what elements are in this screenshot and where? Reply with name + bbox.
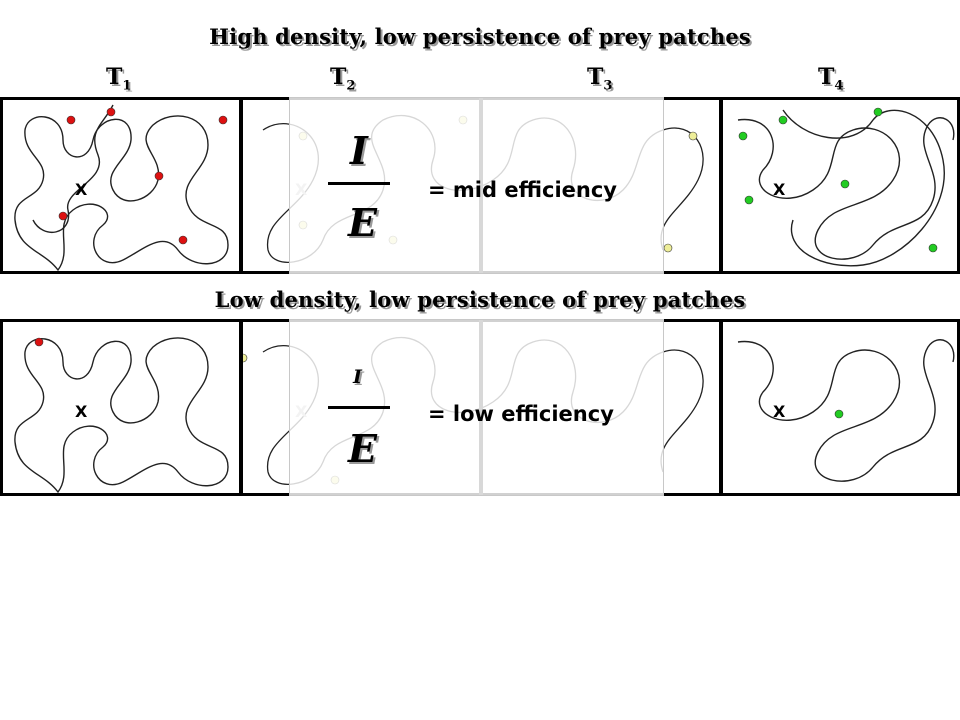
time-label-t4: T4	[818, 64, 844, 94]
ratio-fraction-bar	[328, 406, 390, 409]
prey-patch	[34, 337, 44, 347]
prey-patch	[663, 243, 673, 253]
time-label-t2: T2	[330, 64, 356, 94]
panel-bottom-t4: X	[720, 319, 960, 496]
prey-patch	[928, 243, 938, 253]
bottom-row-heading: Low density, low persistence of prey pat…	[214, 287, 746, 312]
prey-patch	[106, 107, 116, 117]
overlay-divider	[479, 320, 483, 495]
prey-patch	[738, 131, 748, 141]
top-row-heading: High density, low persistence of prey pa…	[209, 24, 751, 49]
prey-patch	[834, 409, 844, 419]
ratio-numerator: I	[350, 128, 368, 173]
prey-patch	[243, 353, 248, 363]
ratio-denominator: E	[348, 426, 377, 471]
search-path-top-t1	[14, 104, 229, 271]
prey-patch	[778, 115, 788, 125]
ratio-numerator: I	[353, 366, 362, 388]
prey-patch	[218, 115, 228, 125]
time-label-t1: T1	[106, 64, 132, 94]
ratio-denominator: E	[348, 200, 377, 245]
panel-bottom-t1: X	[0, 319, 242, 496]
panel-top-t4: X	[720, 97, 960, 274]
search-path-bottom-t4	[737, 339, 955, 482]
prey-patch	[840, 179, 850, 189]
prey-patch	[66, 115, 76, 125]
search-path-bottom-t1	[14, 337, 229, 493]
prey-patch	[178, 235, 188, 245]
prey-patch	[58, 211, 68, 221]
prey-patch	[154, 171, 164, 181]
start-marker: X	[75, 402, 88, 421]
efficiency-label-bottom: = low efficiency	[428, 402, 614, 426]
search-path-top-t4	[737, 107, 955, 267]
start-marker: X	[75, 180, 88, 199]
ratio-fraction-bar	[328, 182, 390, 185]
overlay-divider	[479, 98, 483, 273]
efficiency-label-top: = mid efficiency	[428, 178, 617, 202]
start-marker: X	[773, 180, 786, 199]
time-label-t3: T3	[587, 64, 613, 94]
panel-top-t1: X	[0, 97, 242, 274]
prey-patch	[744, 195, 754, 205]
efficiency-overlay-bottom: I E = low efficiency	[289, 319, 664, 496]
prey-patch	[873, 107, 883, 117]
start-marker: X	[773, 402, 786, 421]
efficiency-overlay-top: I E = mid efficiency	[289, 97, 664, 274]
prey-patch	[688, 131, 698, 141]
